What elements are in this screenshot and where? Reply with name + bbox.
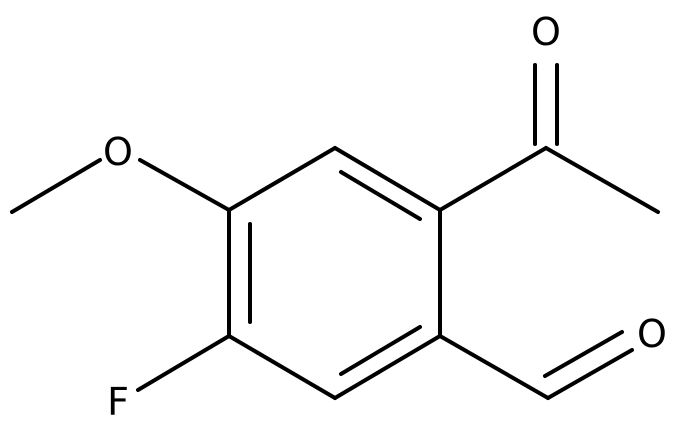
aldehyde-bond-ring-carbon xyxy=(438,334,550,400)
ring-bond-c3-c4-inner xyxy=(339,325,422,376)
fluoro-group: F xyxy=(107,334,231,424)
methoxy-oxygen-label: O xyxy=(103,130,133,174)
acetyl-group: O xyxy=(438,10,660,214)
aldehyde-double-bond-1 xyxy=(546,348,634,400)
ring-bond-c3-c4 xyxy=(333,334,442,400)
ring-bond-c1-c2-inner xyxy=(339,170,422,221)
benzene-ring xyxy=(227,146,442,400)
fluoro-bond xyxy=(136,334,231,392)
fluorine-label: F xyxy=(107,380,129,424)
methoxy-bond-ring-oxygen xyxy=(138,158,231,212)
aldehyde-double-bond-2 xyxy=(543,330,624,378)
ring-bond-c1-c2 xyxy=(333,146,442,212)
methoxy-bond-oxygen-methyl xyxy=(10,158,102,214)
aldehyde-oxygen-label: O xyxy=(637,312,667,356)
ring-bond-c4-c5 xyxy=(227,334,337,400)
aldehyde-group: O xyxy=(438,312,667,400)
acetyl-bond-ring-carbonyl xyxy=(438,146,548,212)
methoxy-group: O xyxy=(10,130,231,214)
acetyl-oxygen-label: O xyxy=(531,10,561,54)
ring-bond-c6-c1 xyxy=(227,146,337,212)
acetyl-bond-carbonyl-methyl xyxy=(544,146,660,214)
